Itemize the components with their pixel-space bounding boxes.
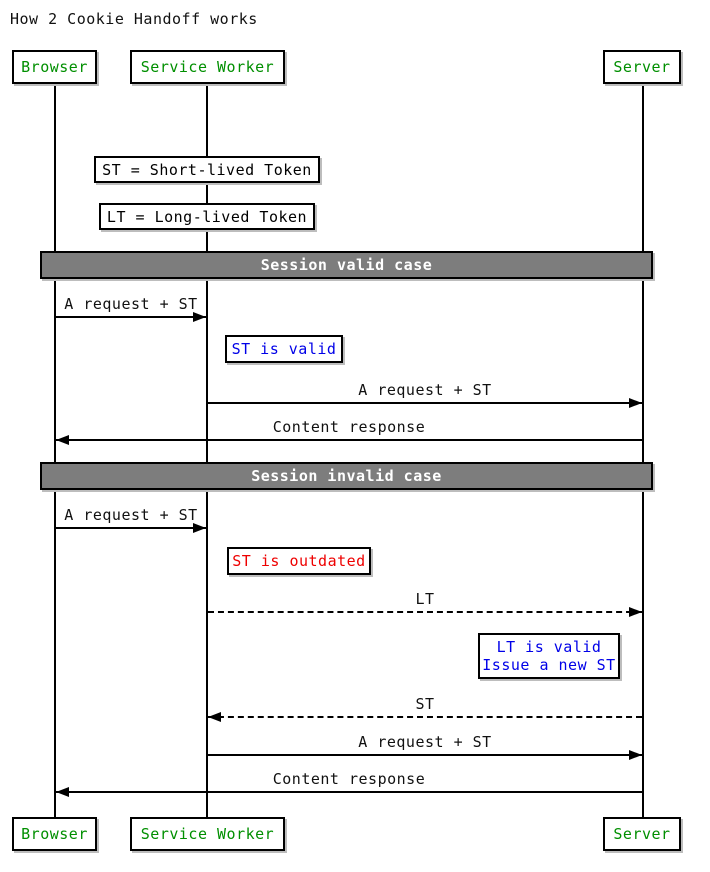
message-line-request-st-1 [56,316,206,318]
message-line-content-response-1 [56,439,642,441]
lifeline-server [642,84,644,817]
diagram-title: How 2 Cookie Handoff works [10,10,258,28]
note-st-is-outdated: ST is outdated [227,547,371,575]
participant-service-worker-top: Service Worker [130,50,285,84]
message-label-st: ST [415,695,435,713]
arrowhead-right-icon [629,607,642,617]
note-lt-line2: Issue a new ST [482,656,616,674]
message-label-request-st-1: A request + ST [64,295,198,313]
note-lt-line1: LT is valid [496,638,602,656]
message-label-content-response-2: Content response [272,770,426,788]
message-line-lt [208,611,642,613]
message-label-request-st-4: A request + ST [358,733,492,751]
message-label-request-st-3: A request + ST [64,506,198,524]
message-line-request-st-3 [56,527,206,529]
message-label-lt: LT [415,590,435,608]
arrowhead-right-icon [629,750,642,760]
note-short-lived-token: ST = Short-lived Token [94,156,320,183]
note-long-lived-token: LT = Long-lived Token [99,203,315,230]
message-line-st [208,716,642,718]
lifeline-service-worker [206,84,208,817]
participant-server-top: Server [603,50,681,84]
arrowhead-right-icon [193,312,206,322]
arrowhead-right-icon [629,398,642,408]
arrowhead-left-icon [208,712,221,722]
arrowhead-left-icon [56,787,69,797]
section-bar-session-valid: Session valid case [40,251,653,279]
message-label-content-response-1: Content response [272,418,426,436]
message-line-request-st-2 [208,402,642,404]
message-line-content-response-2 [56,791,642,793]
participant-browser-bottom: Browser [12,817,97,851]
note-st-is-valid: ST is valid [225,335,343,363]
lifeline-browser [54,84,56,817]
arrowhead-left-icon [56,435,69,445]
message-line-request-st-4 [208,754,642,756]
participant-server-bottom: Server [603,817,681,851]
note-lt-is-valid: LT is valid Issue a new ST [478,633,620,679]
participant-browser-top: Browser [12,50,97,84]
arrowhead-right-icon [193,523,206,533]
participant-service-worker-bottom: Service Worker [130,817,285,851]
section-bar-session-invalid: Session invalid case [40,462,653,490]
message-label-request-st-2: A request + ST [358,381,492,399]
